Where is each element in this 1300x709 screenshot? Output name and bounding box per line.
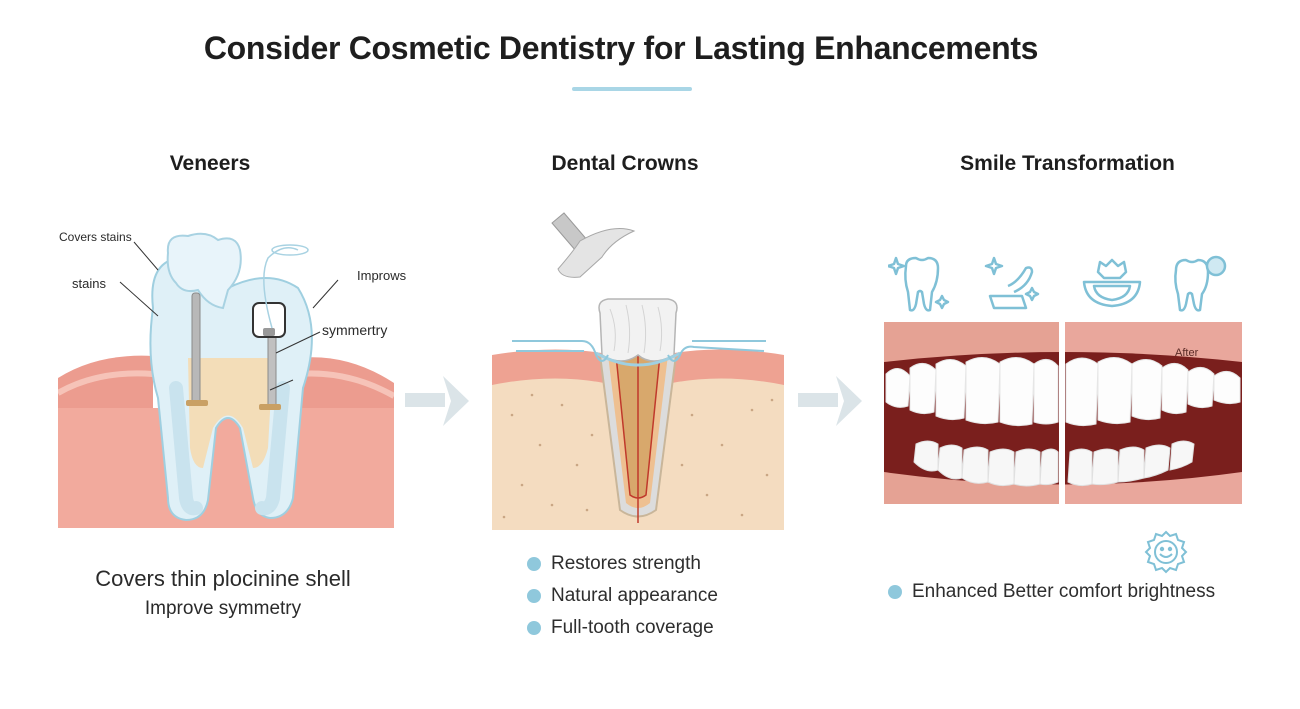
callout-symmertry: symmertry (322, 322, 388, 338)
title-underline (572, 87, 692, 91)
list-item: Restores strength (525, 548, 718, 580)
heading-smile-transformation: Smile Transformation (960, 152, 1175, 175)
smile-benefits-list: Enhanced Better comfort brightness (886, 576, 1215, 608)
bullet-text: Full-tooth coverage (551, 617, 714, 638)
callout-covers-stains: Covers stains (59, 230, 132, 244)
arrow-right-icon (405, 372, 475, 435)
arrow-right-icon (798, 372, 868, 435)
callout-improws: Improws (357, 268, 407, 283)
bullet-dot (527, 621, 541, 635)
sparkling-tooth-icon (888, 252, 952, 314)
bullet-dot (888, 585, 902, 599)
after-label: After (1175, 347, 1199, 359)
smile-arc-icon (1080, 252, 1144, 314)
bullet-text: Enhanced Better comfort brightness (912, 581, 1216, 602)
crown-benefits-list: Restores strength Natural appearance Ful… (525, 548, 718, 644)
dental-crown-illustration (492, 205, 784, 530)
heading-veneers: Veneers (169, 152, 251, 175)
before-after-smile-photo (884, 322, 1242, 504)
callout-stains: stains (72, 276, 106, 291)
dental-tool-icon (551, 212, 636, 278)
veneers-caption-line2: Improve symmetry (144, 598, 302, 619)
heading-dental-crowns: Dental Crowns (551, 152, 699, 175)
bullet-text: Restores strength (551, 553, 701, 574)
bullet-dot (527, 589, 541, 603)
list-item: Full-tooth coverage (525, 612, 718, 644)
page-title: Consider Cosmetic Dentistry for Lasting … (203, 30, 1039, 66)
bullet-dot (527, 557, 541, 571)
shining-tooth-icon (1170, 252, 1232, 314)
veneers-caption-line1: Covers thin plocinine shell (95, 566, 351, 591)
smile-badge-icon (1144, 530, 1188, 574)
list-item: Natural appearance (525, 580, 718, 612)
list-item: Enhanced Better comfort brightness (886, 576, 1215, 608)
bullet-text: Natural appearance (551, 585, 718, 606)
polishing-icon (982, 252, 1048, 314)
veneers-illustration (58, 228, 394, 528)
